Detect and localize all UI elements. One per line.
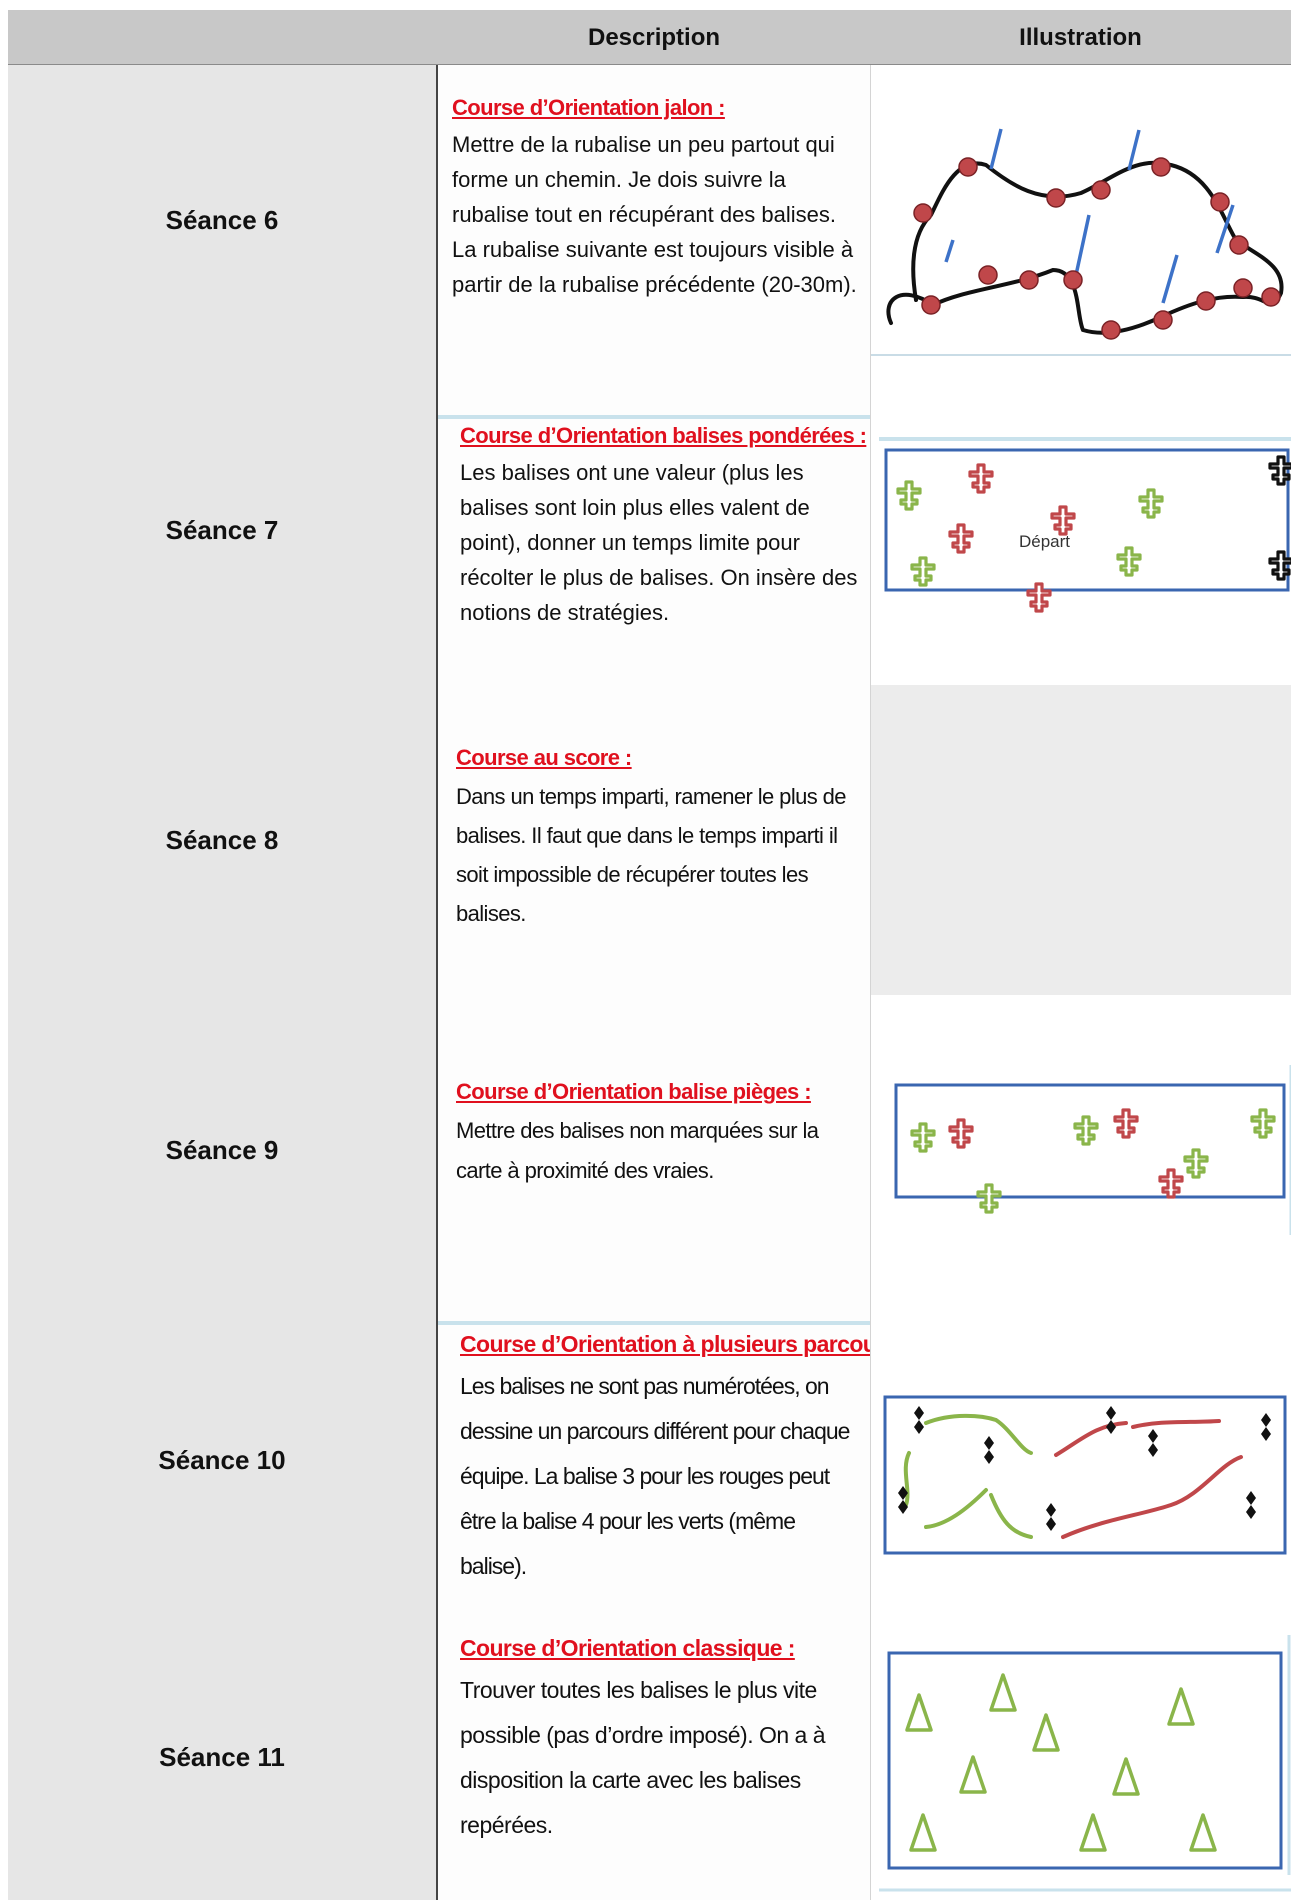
header-description: Description [587,24,721,51]
description-cell: Course d’Orientation classique : Trouver… [438,1615,870,1900]
activity-text: Mettre de la rubalise un peu partout qui… [452,132,857,297]
description-cell: Course d’Orientation balises pondérées :… [438,375,870,685]
description-cell: Course d’Orientation à plusieurs parcour… [438,1305,910,1615]
table-header: Description Illustration [8,10,1291,66]
illustration-cell [870,1305,1291,1615]
activity-text: Dans un temps imparti, ramener le plus d… [456,784,847,926]
activity-title: Course d’Orientation jalon : [452,95,725,120]
activity-title: Course d’Orientation à plusieurs parcour… [460,1331,910,1357]
weighted-balises-illustration: Départ [879,437,1291,613]
activity-title: Course d’Orientation balises pondérées : [460,423,867,448]
activity-text: Mettre des balises non marquées sur la c… [456,1118,819,1183]
table-row: Séance 8 Course au score : Dans un temps… [8,685,1291,996]
course-path-illustration [871,128,1291,356]
table-row: Séance 9 Course d’Orientation balise piè… [8,995,1291,1306]
trap-balises-illustration [894,1065,1291,1235]
header-illustration: Illustration [1019,24,1142,51]
description-cell: Course d’Orientation jalon : Mettre de l… [438,65,870,375]
illustration-cell: Départ [870,375,1291,685]
description-cell: Course d’Orientation balise pièges : Met… [438,995,870,1305]
classic-course-illustration [879,1635,1291,1892]
table-row: Séance 7 Course d’Orientation balises po… [8,375,1291,686]
multi-course-illustration [883,1395,1287,1555]
activity-text: Trouver toutes les balises le plus vite … [460,1677,826,1838]
illustration-cell [870,995,1291,1305]
illustration-cell [870,685,1291,995]
activity-text: Les balises ont une valeur (plus les bal… [460,460,858,625]
session-label: Séance 10 [8,1305,438,1615]
description-cell: Course au score : Dans un temps imparti,… [438,685,870,995]
illustration-cell [870,1615,1291,1900]
depart-label: Départ [1019,532,1070,551]
table-row: Séance 6 Course d’Orientation jalon : Me… [8,65,1291,376]
session-label: Séance 8 [8,685,438,995]
table-row: Séance 11 Course d’Orientation classique… [8,1615,1291,1900]
activity-title: Course d’Orientation classique : [460,1635,795,1661]
session-label: Séance 6 [8,65,438,375]
activity-text: Les balises ne sont pas numérotées, on d… [460,1373,850,1579]
illustration-cell [870,65,1291,375]
activity-title: Course au score : [456,745,632,770]
activity-title: Course d’Orientation balise pièges : [456,1079,812,1104]
planning-table: Description Illustration Séance 6 Course… [8,10,1291,1900]
session-label: Séance 9 [8,995,438,1305]
session-label: Séance 11 [8,1615,438,1900]
table-row: Séance 10 Course d’Orientation à plusieu… [8,1305,1291,1616]
session-label: Séance 7 [8,375,438,685]
